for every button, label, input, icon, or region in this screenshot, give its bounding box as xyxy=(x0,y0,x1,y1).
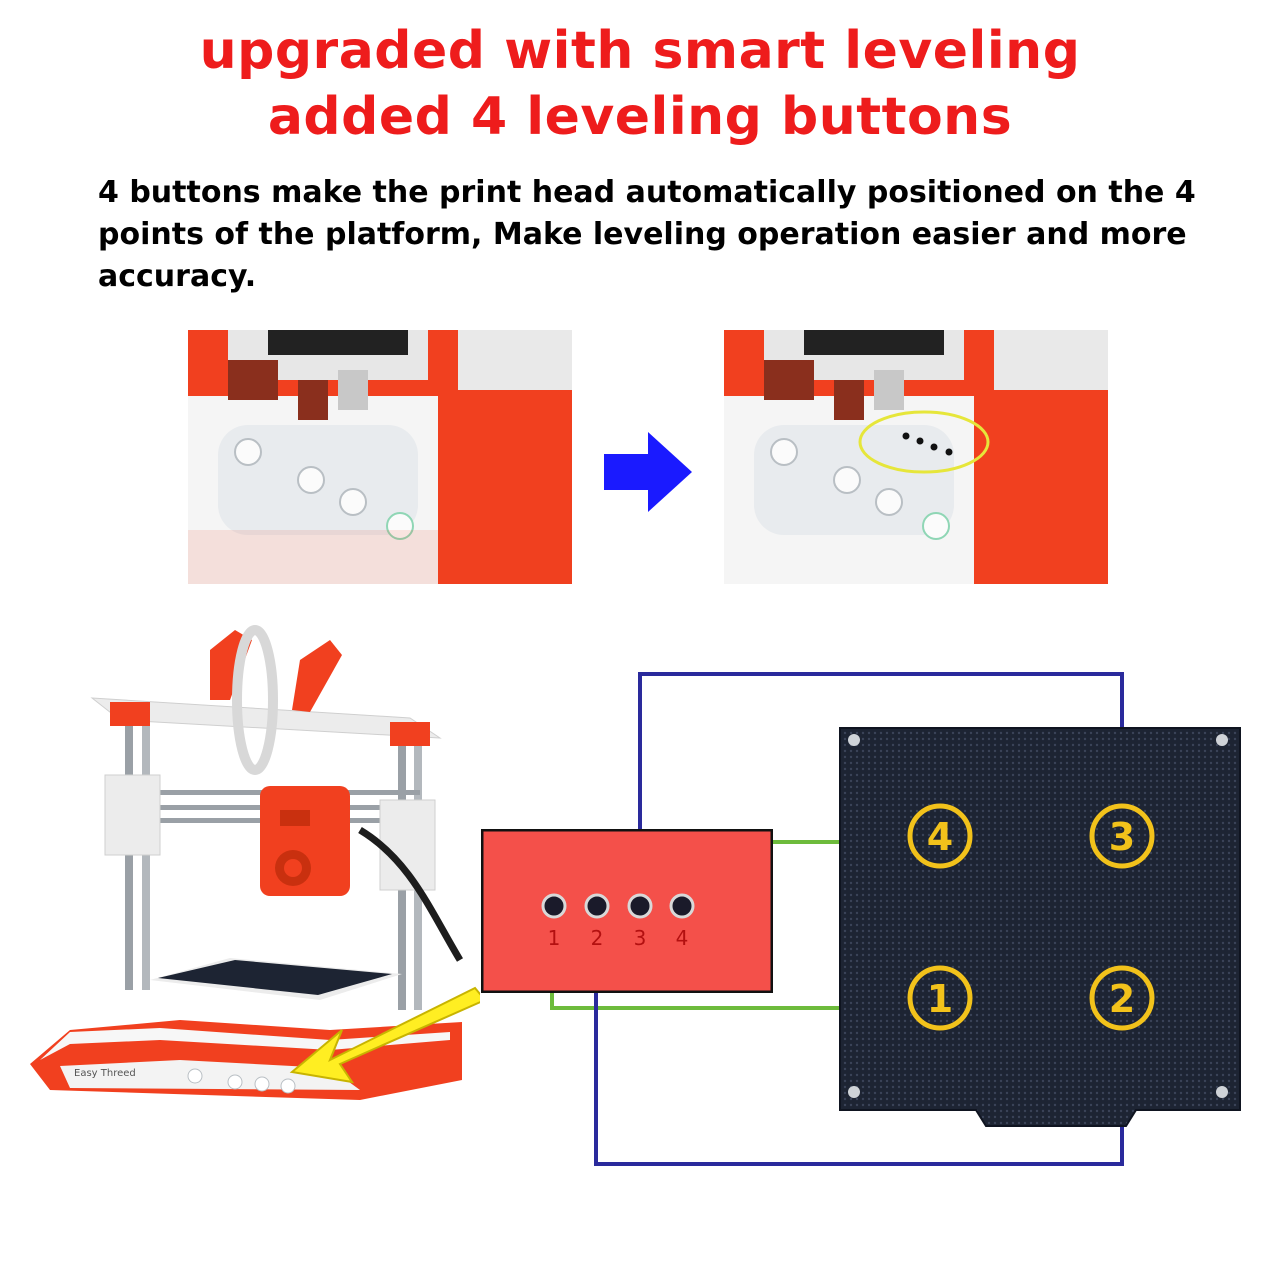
marker-4: 4 xyxy=(907,803,973,869)
svg-text:3: 3 xyxy=(1109,815,1135,859)
port-label-2: 2 xyxy=(591,926,604,950)
svg-text:2: 2 xyxy=(1109,977,1135,1021)
arrow-right-icon xyxy=(604,432,692,512)
port-label-4: 4 xyxy=(676,926,689,950)
before-photo xyxy=(188,330,572,584)
yellow-arrow xyxy=(289,986,480,1084)
new-leveling-buttons xyxy=(902,432,953,456)
headline-line-2: added 4 leveling buttons xyxy=(267,87,1013,147)
port-label-3: 3 xyxy=(634,926,647,950)
port-2 xyxy=(584,893,610,919)
brand-label: Easy Threed xyxy=(74,1068,136,1079)
after-panel-buttons xyxy=(770,438,950,540)
headline-line-1: upgraded with smart leveling xyxy=(199,21,1081,81)
port-3 xyxy=(627,893,653,919)
control-box: 1 2 3 4 xyxy=(481,829,773,993)
after-photo xyxy=(724,330,1108,584)
port-label-1: 1 xyxy=(548,926,561,950)
description-text: 4 buttons make the print head automatica… xyxy=(98,175,1196,294)
port-1 xyxy=(541,893,567,919)
svg-text:4: 4 xyxy=(927,815,953,859)
marker-1: 1 xyxy=(907,965,973,1031)
marker-2: 2 xyxy=(1089,965,1155,1031)
svg-text:1: 1 xyxy=(927,977,953,1021)
marker-3: 3 xyxy=(1089,803,1155,869)
port-4 xyxy=(669,893,695,919)
printer-illustration: Easy Threed xyxy=(30,625,480,1100)
highlight-ellipse xyxy=(858,410,990,474)
before-panel-buttons xyxy=(234,438,414,540)
build-platform: 4 3 1 2 xyxy=(839,727,1241,1127)
